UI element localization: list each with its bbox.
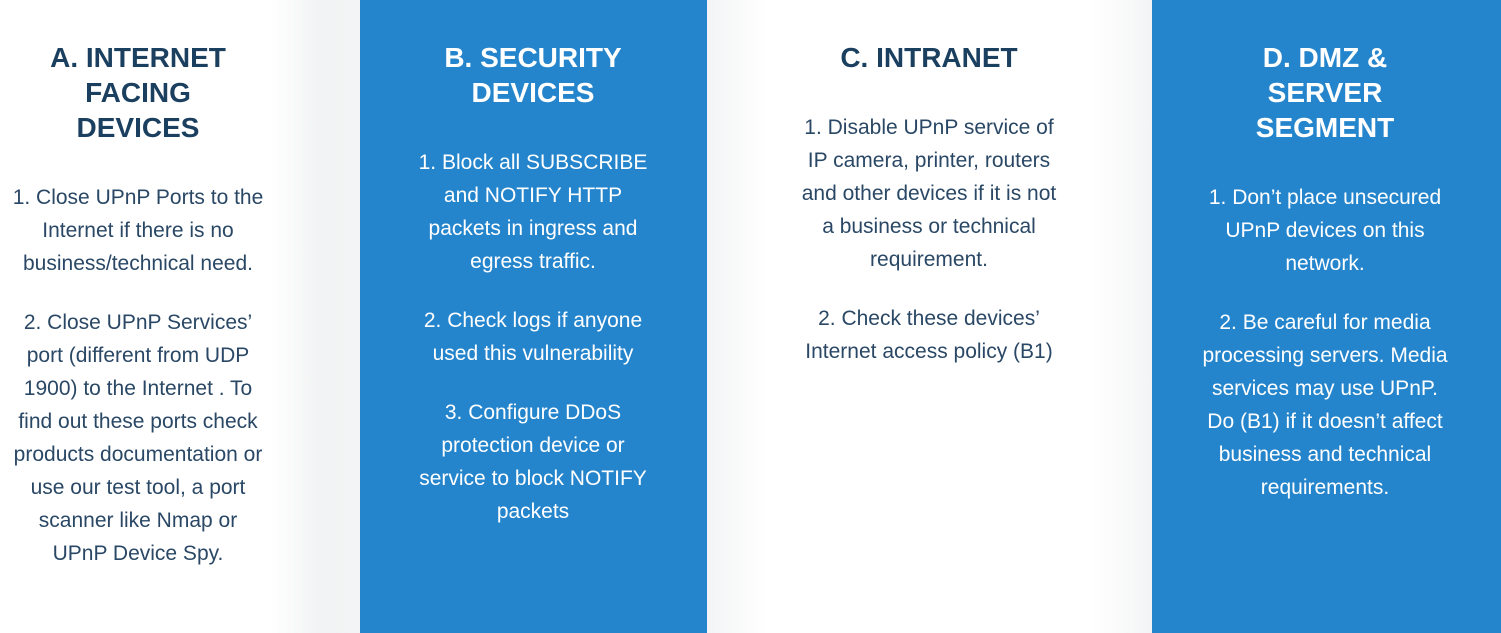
- column-title: B. SECURITY DEVICES: [444, 42, 622, 108]
- recommendation-item: 3. Configure DDoS protection device or s…: [419, 401, 647, 523]
- column-title: D. DMZ & SERVER SEGMENT: [1255, 42, 1395, 143]
- column-title: C. INTRANET: [840, 42, 1018, 73]
- column-title: A. INTERNET FACING DEVICES: [50, 42, 226, 143]
- column-internet-facing-devices: A. INTERNET FACING DEVICES 1. Close UPnP…: [0, 0, 360, 633]
- column-dmz-server-segment: D. DMZ & SERVER SEGMENT 1. Don’t place u…: [1152, 0, 1501, 633]
- column-intranet: C. INTRANET 1. Disable UPnP service of I…: [707, 0, 1152, 633]
- recommendation-item: 2. Check these devices’ Internet access …: [805, 307, 1053, 363]
- recommendation-item: 1. Close UPnP Ports to the Internet if t…: [12, 186, 264, 275]
- recommendation-item: 2. Be careful for media processing serve…: [1202, 311, 1448, 499]
- column-security-devices: B. SECURITY DEVICES 1. Block all SUBSCRI…: [360, 0, 707, 633]
- recommendation-item: 1. Don’t place unsecured UPnP devices on…: [1208, 186, 1442, 275]
- recommendation-item: 1. Block all SUBSCRIBE and NOTIFY HTTP p…: [418, 151, 648, 273]
- recommendation-item: 2. Close UPnP Services’ port (different …: [13, 311, 263, 565]
- recommendation-item: 2. Check logs if anyone used this vulner…: [423, 309, 643, 365]
- recommendation-item: 1. Disable UPnP service of IP camera, pr…: [801, 116, 1057, 271]
